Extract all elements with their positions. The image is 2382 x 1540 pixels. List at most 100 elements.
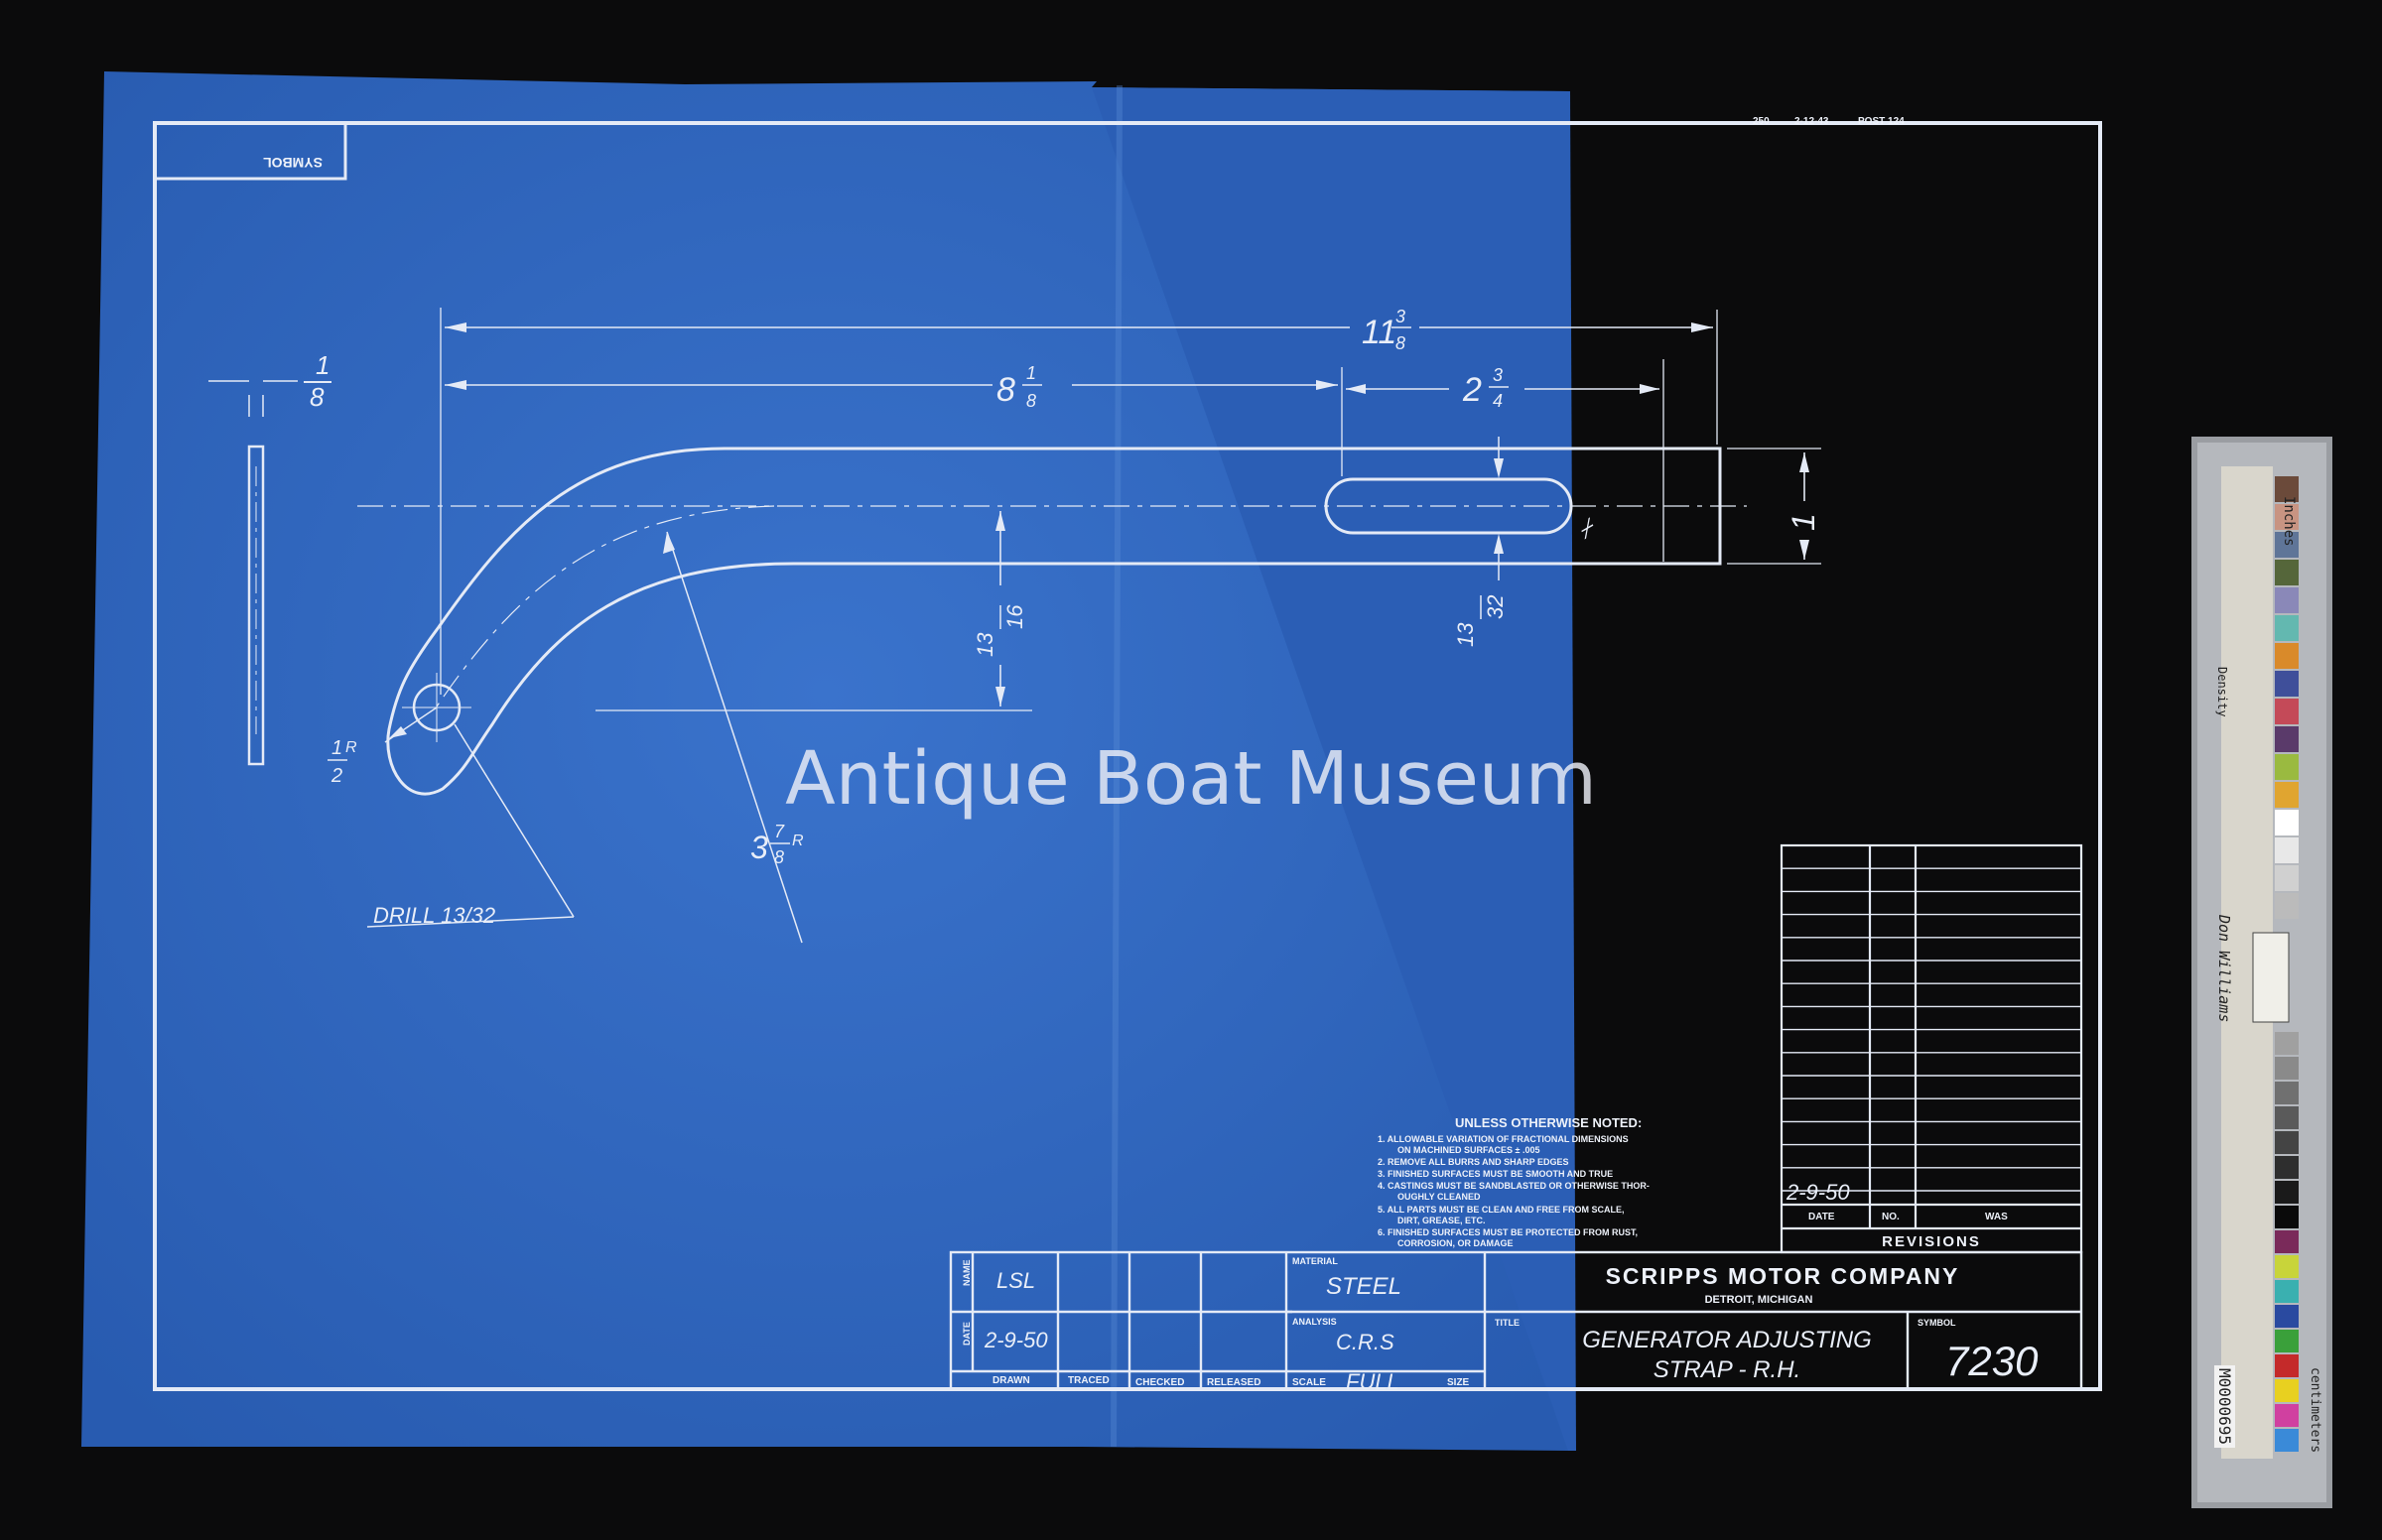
symbol-corner-box	[157, 125, 347, 181]
end-radius-suffix: R	[345, 739, 357, 756]
color-swatch	[2275, 810, 2299, 835]
color-swatch	[2275, 615, 2299, 641]
header-code-c: POST 124	[1858, 116, 1905, 127]
overall-length-den: 8	[1395, 333, 1405, 353]
col-traced: TRACED	[1068, 1375, 1110, 1386]
slot-width-den: 32	[1483, 595, 1508, 619]
drawing-title-1: GENERATOR ADJUSTING	[1582, 1327, 1872, 1353]
color-swatch	[2275, 532, 2299, 558]
drawn-date: 2-9-50	[984, 1328, 1048, 1352]
col-released: RELEASED	[1207, 1377, 1260, 1388]
thickness-num: 1	[316, 350, 330, 380]
density-label: Density	[2215, 667, 2229, 717]
bend-radius-num: 7	[774, 822, 785, 841]
color-swatch	[2275, 560, 2299, 585]
color-swatch	[2275, 1057, 2299, 1080]
drop-num: 13	[973, 632, 997, 657]
color-swatch	[2275, 587, 2299, 613]
color-swatch	[2275, 699, 2299, 724]
bend-radius-whole: 3	[750, 830, 768, 865]
color-swatch	[2275, 1255, 2299, 1278]
end-radius-num: 1	[331, 737, 342, 759]
revisions-label: REVISIONS	[1882, 1233, 1981, 1250]
color-swatch	[2275, 726, 2299, 752]
symbol-tag: SYMBOL	[263, 155, 323, 171]
note-5b: DIRT, GREASE, ETC.	[1397, 1216, 1486, 1225]
drawing-title-2: STRAP - R.H.	[1654, 1356, 1800, 1383]
strap-width: 1	[1786, 513, 1821, 531]
center-fold	[1111, 84, 1123, 1448]
title-label: TITLE	[1495, 1318, 1520, 1328]
color-swatch	[2275, 1330, 2299, 1352]
drop-den: 16	[1002, 604, 1027, 629]
slot-length-num: 3	[1493, 365, 1503, 385]
rev-header-no: NO.	[1882, 1212, 1900, 1222]
color-swatch	[2275, 1379, 2299, 1402]
analysis-value: C.R.S	[1336, 1330, 1394, 1354]
overall-length-whole: 11	[1362, 314, 1396, 351]
strap-outline	[386, 447, 1722, 796]
color-swatch	[2275, 504, 2299, 530]
rev-header-date: DATE	[1808, 1212, 1835, 1222]
header-code-a: 250	[1753, 116, 1770, 127]
analysis-label: ANALYSIS	[1292, 1317, 1337, 1327]
note-6: 6. FINISHED SURFACES MUST BE PROTECTED F…	[1378, 1227, 1638, 1237]
color-swatch	[2275, 1032, 2299, 1055]
header-code-b: 2-12-43	[1794, 116, 1829, 127]
bend-radius-den: 8	[774, 847, 784, 867]
color-swatch	[2275, 754, 2299, 780]
col-checked: CHECKED	[1135, 1377, 1184, 1388]
note-1: 1. ALLOWABLE VARIATION OF FRACTIONAL DIM…	[1378, 1134, 1629, 1144]
drawn-by: LSL	[996, 1268, 1035, 1293]
drill-note: DRILL 13/32	[373, 903, 495, 928]
notes-title: UNLESS OTHERWISE NOTED:	[1455, 1115, 1642, 1130]
color-swatch	[2275, 893, 2299, 919]
rev-header-was: WAS	[1985, 1212, 2008, 1222]
col-drawn: DRAWN	[992, 1375, 1030, 1386]
color-swatch	[2275, 1404, 2299, 1427]
col-scale: SCALE	[1292, 1377, 1326, 1388]
color-swatch	[2275, 865, 2299, 891]
color-swatch	[2275, 1106, 2299, 1129]
name-label: NAME	[962, 1260, 972, 1287]
title-block	[949, 1250, 2083, 1391]
slot-mark: ⌿	[1573, 513, 1602, 545]
note-1b: ON MACHINED SURFACES ± .005	[1397, 1145, 1539, 1155]
scale-value: FULL	[1346, 1369, 1399, 1394]
revision-date: 2-9-50	[1786, 1180, 1850, 1205]
color-swatch	[2275, 1354, 2299, 1377]
note-4: 4. CASTINGS MUST BE SANDBLASTED OR OTHER…	[1378, 1181, 1650, 1191]
note-4b: OUGHLY CLEANED	[1397, 1192, 1481, 1202]
arm-length-whole: 8	[996, 371, 1015, 409]
color-swatch	[2275, 643, 2299, 669]
paper	[81, 71, 1570, 1451]
revisions-table	[1780, 843, 2083, 1254]
note-2: 2. REMOVE ALL BURRS AND SHARP EDGES	[1378, 1157, 1569, 1167]
note-3: 3. FINISHED SURFACES MUST BE SMOOTH AND …	[1378, 1169, 1613, 1179]
company-name: SCRIPPS MOTOR COMPANY	[1606, 1263, 1960, 1289]
slot-width-num: 13	[1453, 622, 1478, 647]
color-swatch	[2275, 782, 2299, 808]
color-swatch	[2275, 1181, 2299, 1204]
color-swatch	[2275, 1429, 2299, 1452]
color-swatch	[2275, 1230, 2299, 1253]
date-label: DATE	[962, 1322, 972, 1346]
color-swatch	[2275, 837, 2299, 863]
revisions-rows	[1782, 867, 2081, 1192]
arm-length-den: 8	[1026, 391, 1036, 411]
color-swatch	[2275, 476, 2299, 502]
material-value: STEEL	[1326, 1273, 1401, 1300]
inches-label: Inches	[2281, 496, 2297, 547]
material-label: MATERIAL	[1292, 1256, 1338, 1266]
adjusting-slot	[1324, 477, 1573, 535]
side-view-strap	[247, 445, 265, 766]
company-city: DETROIT, MICHIGAN	[1705, 1294, 1813, 1306]
color-swatch	[2275, 1082, 2299, 1104]
color-swatch	[2275, 671, 2299, 697]
card-id: M0000695	[2214, 1365, 2235, 1449]
color-swatch	[2275, 1280, 2299, 1303]
bend-radius-suffix: R	[792, 833, 804, 849]
note-5: 5. ALL PARTS MUST BE CLEAN AND FREE FROM…	[1378, 1205, 1625, 1215]
col-size: SIZE	[1447, 1377, 1470, 1388]
